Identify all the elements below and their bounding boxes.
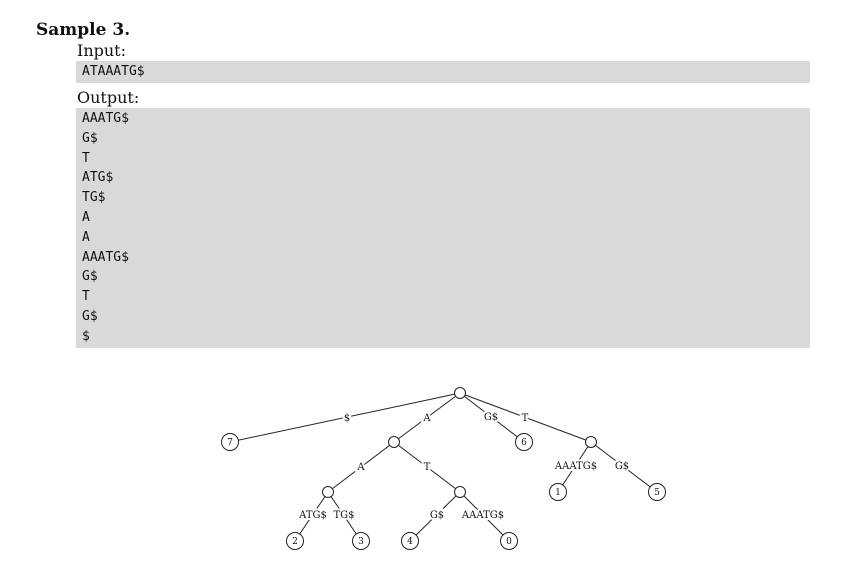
tree-edge <box>459 491 510 542</box>
leaf-node <box>549 483 567 501</box>
output-line: T <box>82 289 90 305</box>
edge-label: $ <box>344 413 350 424</box>
internal-node <box>322 486 334 498</box>
tree-edge <box>393 392 461 443</box>
leaf-node <box>401 532 419 550</box>
leaf-label: 0 <box>506 537 512 547</box>
output-block: AAATG$ G$ T ATG$ TG$ A A AAATG$ G$ T G$ … <box>76 108 810 348</box>
leaf-node <box>221 433 239 451</box>
output-line: G$ <box>82 269 98 285</box>
output-line: ATG$ <box>82 170 114 186</box>
output-line: G$ <box>82 130 98 146</box>
input-block: ATAAATG$ <box>76 61 810 83</box>
tree-edge <box>327 441 395 493</box>
leaf-label: 2 <box>292 537 298 547</box>
leaf-label: 5 <box>654 488 660 498</box>
edge-label: ATG$ <box>298 510 327 521</box>
input-line: ATAAATG$ <box>82 64 145 79</box>
tree-edge <box>229 392 461 443</box>
leaf-node <box>648 483 666 501</box>
output-line: AAATG$ <box>82 111 129 126</box>
edge-label: G$ <box>484 412 498 423</box>
leaf-node <box>500 532 518 550</box>
internal-node <box>388 436 400 448</box>
leaf-label: 4 <box>407 537 413 547</box>
internal-node <box>454 486 466 498</box>
tree-edge <box>409 491 461 542</box>
output-line: $ <box>82 328 90 344</box>
input-label: Input: <box>77 41 126 60</box>
output-line: TG$ <box>82 190 106 206</box>
edge-label: G$ <box>430 510 444 521</box>
leaf-node <box>352 532 370 550</box>
leaf-label: 6 <box>521 438 527 448</box>
leaf-node <box>515 433 533 451</box>
sample-heading: Sample 3. <box>36 20 131 40</box>
edge-label: TG$ <box>333 510 354 521</box>
internal-node <box>454 387 466 399</box>
tree-edge <box>393 441 461 493</box>
leaf-label: 1 <box>555 488 561 498</box>
edge-label: T <box>522 413 529 424</box>
tree-edge <box>294 491 329 542</box>
output-line: T <box>82 150 90 166</box>
edge-label: G$ <box>615 461 629 472</box>
internal-node <box>585 436 597 448</box>
edge-label: T <box>424 462 431 473</box>
leaf-node <box>286 532 304 550</box>
edge-label: A <box>422 413 431 424</box>
output-line: AAATG$ <box>82 249 129 265</box>
output-line: A <box>82 209 90 225</box>
leaf-label: 3 <box>358 537 364 547</box>
tree-edge <box>557 441 592 493</box>
tree-edge <box>459 392 592 443</box>
output-line: A <box>82 229 90 245</box>
edge-label: AAATG$ <box>461 510 504 521</box>
output-label: Output: <box>77 88 140 107</box>
edge-label: A <box>356 462 365 473</box>
leaf-label: 7 <box>227 438 233 448</box>
tree-edge <box>459 392 525 443</box>
tree-edge <box>327 491 362 542</box>
edge-label: AAATG$ <box>554 461 597 472</box>
output-line: G$ <box>82 308 98 324</box>
tree-edge <box>590 441 658 493</box>
